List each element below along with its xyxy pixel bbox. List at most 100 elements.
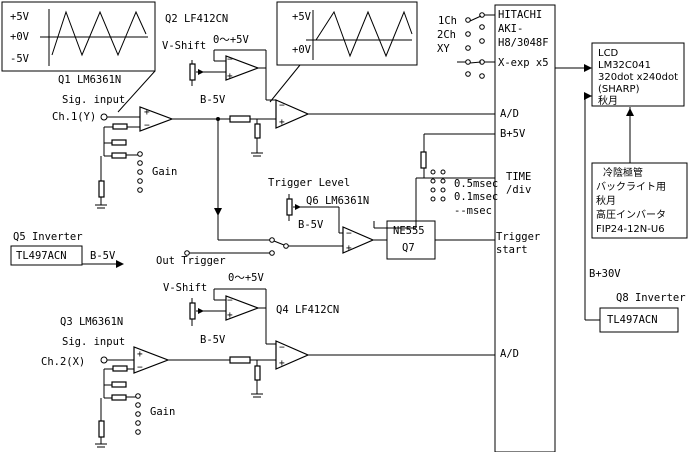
q2-vshift-label: V-Shift <box>162 40 206 52</box>
mcu-b5v: B+5V <box>500 128 526 140</box>
svg-text:−: − <box>227 54 233 65</box>
mcu-name-3: H8/3048F <box>498 37 549 49</box>
q1-gain-switch <box>126 151 143 193</box>
q2-bias-label: B-5V <box>200 94 226 106</box>
time-05: 0.5msec <box>454 178 498 190</box>
svg-text:+: + <box>279 358 285 369</box>
q3-opamp <box>133 346 170 374</box>
q4-opamp-b <box>275 340 310 370</box>
mcu-name-2: AKI- <box>498 23 523 35</box>
svg-text:−: − <box>137 362 143 373</box>
time-01: 0.1msec <box>454 191 498 203</box>
backlight-box <box>591 162 688 239</box>
q2-range-label: 0〜+5V <box>213 34 249 46</box>
svg-text:−: − <box>346 228 352 239</box>
q4-vshift-pot <box>189 302 196 320</box>
q2-vshift-pot <box>189 63 196 81</box>
backlight-l4: 高圧インバータ <box>596 208 666 221</box>
out-trigger-label: Out Trigger <box>156 255 226 267</box>
q7-label: Q7 <box>402 242 415 254</box>
svg-text:+: + <box>227 71 233 82</box>
wave-left-minus5: -5V <box>10 53 30 65</box>
wave-right-zero: +0V <box>292 44 312 56</box>
wave-left-zero: +0V <box>10 31 30 43</box>
q8-chip: TL497ACN <box>607 314 658 326</box>
mcu-xexp: X-exp x5 <box>498 57 549 69</box>
q1-label: Q1 LM6361N <box>58 74 121 86</box>
b30v-label: B+30V <box>589 268 621 280</box>
q5-chip: TL497ACN <box>16 250 67 262</box>
mcu-name-1: HITACHI <box>498 9 542 21</box>
lcd-l4: (SHARP) <box>598 84 640 95</box>
svg-text:−: − <box>144 120 150 131</box>
mcu-div: /div <box>506 184 531 196</box>
q4-bias-label: B-5V <box>200 334 226 346</box>
mcu-start: start <box>496 244 528 256</box>
q2-opamp-b <box>275 99 310 129</box>
trigger-level-label: Trigger Level <box>268 177 350 189</box>
mode-xy: XY <box>437 43 450 55</box>
q8-label: Q8 Inverter <box>616 292 686 304</box>
q1-gain-label: Gain <box>152 166 177 178</box>
ch1-input-terminal <box>100 113 108 121</box>
q5-output: B-5V <box>90 250 116 262</box>
q6-bias-label: B-5V <box>298 219 324 231</box>
q5-chip-box <box>10 245 83 266</box>
lcd-l1: LCD <box>598 48 619 59</box>
backlight-l2: バックライト用 <box>596 181 666 193</box>
backlight-l3: 秋月 <box>596 194 616 207</box>
mode-2ch: 2Ch <box>437 29 456 41</box>
svg-text:−: − <box>279 100 285 111</box>
time-custom: --msec <box>454 205 492 217</box>
svg-text:+: + <box>346 243 352 254</box>
q2-label: Q2 LF412CN <box>165 13 228 25</box>
mcu-time: TIME <box>506 171 531 183</box>
svg-text:−: − <box>279 342 285 353</box>
waveform-triangle-box: +5V +0V -5V <box>1 1 156 72</box>
svg-text:+: + <box>279 117 285 128</box>
q1-channel: Ch.1(Y) <box>52 111 96 123</box>
backlight-l5: FIP24-12N-U6 <box>596 224 665 235</box>
q1-opamp <box>139 106 174 132</box>
q4-range-label: 0〜+5V <box>228 272 264 284</box>
q3-sig-input: Sig. input <box>62 336 125 348</box>
wave-right-plus5: +5V <box>292 11 312 23</box>
q6-label: Q6 LM6361N <box>306 195 369 207</box>
trigger-level-pot <box>286 198 293 216</box>
svg-text:+: + <box>144 107 150 118</box>
q5-label: Q5 Inverter <box>13 231 83 243</box>
q3-label: Q3 LM6361N <box>60 316 123 328</box>
q4-label: Q4 LF412CN <box>276 304 339 316</box>
ne555-label: NE555 <box>393 225 425 237</box>
ch2-input-terminal <box>100 356 108 364</box>
trigger-source-switch <box>269 237 343 256</box>
lcd-box <box>591 42 685 107</box>
waveform-shifted-box: +5V +0V <box>276 1 418 66</box>
lcd-l3: 320dot x240dot <box>598 72 678 83</box>
backlight-l1: 冷陰極管 <box>603 166 643 179</box>
q3-gain-label: Gain <box>150 406 175 418</box>
mcu-block <box>494 4 556 452</box>
mcu-trigger: Trigger <box>496 231 540 243</box>
wave-left-plus5: +5V <box>10 11 30 23</box>
mcu-ad2: A/D <box>500 348 519 360</box>
q4-vshift-label: V-Shift <box>163 282 207 294</box>
svg-text:+: + <box>137 349 143 360</box>
q3-channel: Ch.2(X) <box>41 356 85 368</box>
q2-opamp-a <box>225 55 260 81</box>
q4-opamp-a <box>225 295 260 321</box>
q3-gain-switch <box>126 393 141 435</box>
q1-sig-input: Sig. input <box>62 94 125 106</box>
svg-text:+: + <box>227 310 233 321</box>
mcu-ad1: A/D <box>500 108 519 120</box>
q8-chip-box <box>599 307 679 333</box>
mode-switch <box>457 12 495 79</box>
svg-text:−: − <box>227 295 233 306</box>
timebase-switch <box>430 169 446 202</box>
lcd-l2: LM32C041 <box>598 60 651 71</box>
mode-1ch: 1Ch <box>438 15 457 27</box>
lcd-l5: 秋月 <box>598 94 618 107</box>
q6-comparator <box>342 226 375 254</box>
